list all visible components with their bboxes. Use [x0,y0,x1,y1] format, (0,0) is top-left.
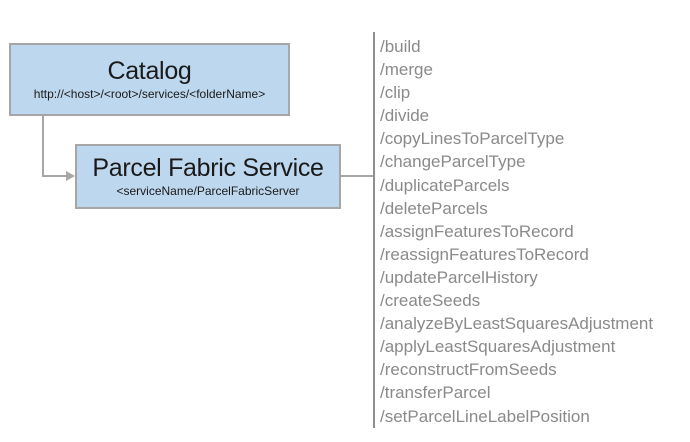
endpoint-list: /build/merge/clip/divide/copyLinesToParc… [380,35,653,428]
endpoint-item: /analyzeByLeastSquaresAdjustment [380,314,654,334]
endpoint-item: /applyLeastSquaresAdjustment [380,337,616,357]
catalog-title: Catalog [107,57,192,85]
endpoint-item: /copyLinesToParcelType [380,129,565,149]
connector-catalog-vertical [42,116,44,177]
endpoint-item: /clip [380,83,411,103]
service-title: Parcel Fabric Service [92,154,324,182]
endpoint-item: /duplicateParcels [380,175,510,195]
endpoint-item: /reassignFeaturesToRecord [380,244,589,264]
endpoint-divider-line [373,32,375,428]
endpoint-item: /changeParcelType [380,152,526,172]
endpoint-item: /deleteParcels [380,198,488,218]
catalog-url: http://<host>/<root>/services/<folderNam… [33,87,266,101]
endpoint-item: /transferParcel [380,383,491,403]
parcel-fabric-service-node: Parcel Fabric Service <serviceName/Parce… [75,144,341,209]
endpoint-item: /assignFeaturesToRecord [380,221,574,241]
service-url: <serviceName/ParcelFabricServer [116,184,300,198]
endpoint-item: /merge [380,60,433,80]
endpoint-item: /createSeeds [380,291,481,311]
connector-service-to-list [341,175,374,177]
arrowhead-icon [66,171,75,181]
endpoint-item: /reconstructFromSeeds [380,360,557,380]
endpoint-item: /divide [380,106,430,126]
endpoint-item: /updateParcelHistory [380,267,538,287]
connector-catalog-horizontal [42,175,67,177]
catalog-node: Catalog http://<host>/<root>/services/<f… [9,43,290,116]
endpoint-item: /setParcelLineLabelPosition [380,406,590,426]
endpoint-item: /build [380,37,421,56]
